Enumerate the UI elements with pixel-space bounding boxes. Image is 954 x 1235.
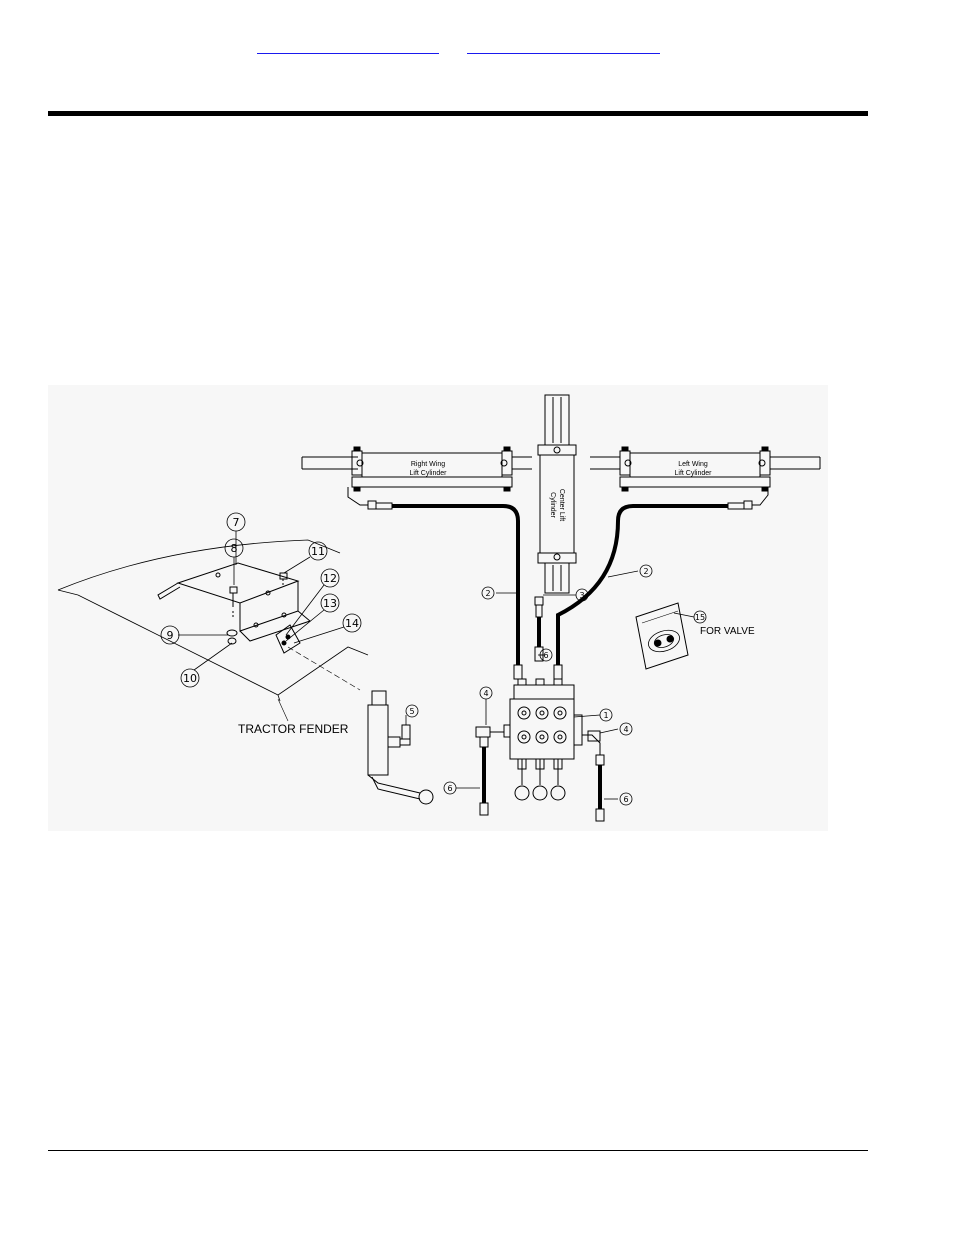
- control-valve: [503, 678, 583, 801]
- header-link-2[interactable]: [467, 41, 660, 54]
- callout-4-left: 4: [483, 689, 488, 698]
- valve-decal: FOR VALVE: [635, 602, 755, 670]
- center-cylinder-label-line2: Cylinder: [549, 492, 556, 518]
- right-wing-cylinder-label-line1: Right Wing: [411, 461, 445, 468]
- callout-1: 1: [603, 711, 608, 720]
- header-rule: [48, 111, 868, 116]
- callout-2-right: 2: [643, 567, 648, 576]
- callout-6-right: 6: [623, 795, 628, 804]
- right-elbow-and-hose: [582, 730, 605, 822]
- callout-5: 5: [409, 707, 414, 716]
- tractor-fender: TRACTOR FENDER: [57, 539, 369, 736]
- callout-3: 3: [579, 591, 584, 600]
- right-wing-cylinder: Right Wing Lift Cylinder: [301, 446, 532, 492]
- left-wing-cylinder-label-line1: Left Wing: [678, 461, 708, 468]
- center-cylinder-label-line1: Center Lift: [558, 489, 565, 521]
- for-valve-label: FOR VALVE: [700, 626, 755, 637]
- footer-rule: [48, 1150, 868, 1151]
- header-link-1[interactable]: [257, 41, 439, 54]
- adapter-fitting: [534, 596, 544, 662]
- callout-7: 7: [233, 516, 240, 529]
- callout-6-center: 6: [543, 651, 548, 660]
- left-tee-and-hose: [475, 726, 504, 816]
- mounting-bracket: [157, 562, 312, 654]
- callout-4-right: 4: [623, 725, 628, 734]
- center-lift-cylinder: Center Lift Cylinder: [537, 394, 577, 594]
- callout-15: 15: [695, 613, 705, 622]
- callout-9: 9: [167, 629, 174, 642]
- callouts: 1 2 2 3 4 4 5 6 6 6: [160, 512, 707, 806]
- callout-6-left: 6: [447, 784, 452, 793]
- hydraulic-parts-diagram: Right Wing Lift Cylinder Center Lift Cyl…: [48, 385, 828, 831]
- left-wing-cylinder-label-line2: Lift Cylinder: [675, 470, 713, 477]
- left-wing-cylinder: Left Wing Lift Cylinder: [590, 446, 821, 492]
- callout-13: 13: [323, 597, 337, 610]
- hydraulic-hoses: [347, 487, 769, 680]
- callout-10: 10: [183, 672, 197, 685]
- selector-valve: [287, 646, 434, 805]
- callout-8: 8: [231, 542, 238, 555]
- callout-14: 14: [345, 617, 359, 630]
- callout-2-left: 2: [485, 589, 490, 598]
- callout-11: 11: [311, 545, 325, 558]
- right-wing-cylinder-label-line2: Lift Cylinder: [410, 470, 448, 477]
- tractor-fender-label: TRACTOR FENDER: [238, 722, 349, 736]
- callout-12: 12: [323, 572, 337, 585]
